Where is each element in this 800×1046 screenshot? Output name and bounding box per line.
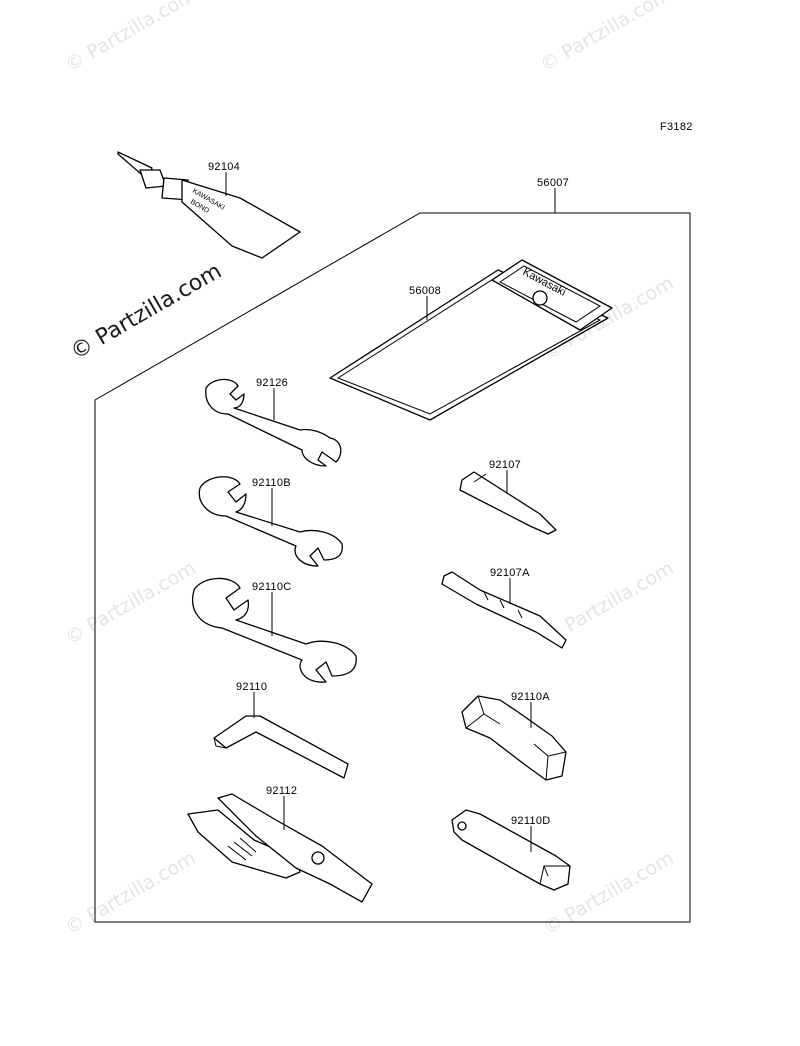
wrench-92126 (205, 378, 342, 467)
watermark: © Partzilla.com (62, 0, 200, 76)
watermark-layer: © Partzilla.com © Partzilla.com © Partzi… (62, 0, 678, 939)
callout-92107: 92107 (489, 459, 521, 471)
screwdriver-bit-92107 (459, 471, 557, 535)
wrench-92110c (192, 577, 357, 683)
bond-tube: KAWASAKI BOND (117, 151, 301, 259)
callout-56007: 56007 (537, 177, 569, 189)
callout-92110a: 92110A (511, 691, 550, 703)
watermark: © Partzilla.com (62, 847, 200, 939)
callout-92110: 92110 (236, 681, 267, 693)
main-watermark: © Partzilla.com (67, 259, 227, 366)
pliers-92112 (187, 793, 373, 903)
plug-wrench-92110a (461, 695, 567, 781)
callout-92104: 92104 (208, 161, 240, 173)
figure-code: F3182 (660, 121, 693, 133)
callout-56008: 56008 (409, 285, 441, 297)
wrench-92110b (198, 476, 343, 567)
callout-92110b: 92110B (252, 477, 291, 489)
watermark: © Partzilla.com (537, 0, 675, 76)
callout-92107a: 92107A (490, 567, 530, 579)
callout-92126: 92126 (256, 377, 288, 389)
watermark: © Partzilla.com (62, 557, 200, 649)
kit-boundary (94, 212, 691, 923)
callout-92110c: 92110C (252, 581, 292, 593)
callout-92110d: 92110D (511, 815, 551, 827)
callout-92112: 92112 (266, 785, 297, 797)
screwdriver-92107a (441, 571, 567, 649)
box-wrench-92110d (451, 809, 571, 891)
tool-case: Kawasaki (329, 259, 613, 421)
hex-key-92110 (213, 715, 349, 779)
